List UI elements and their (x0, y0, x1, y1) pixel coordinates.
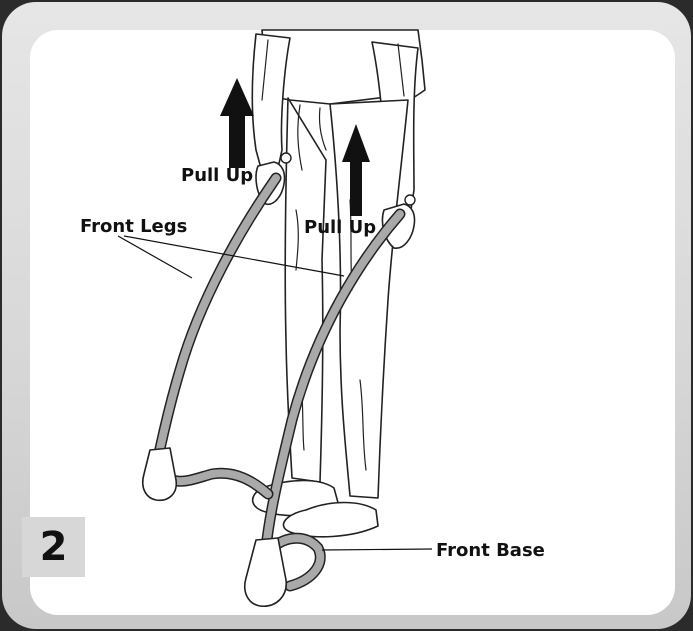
pull-up-label-right: Pull Up (304, 219, 376, 237)
pull-up-label-left: Pull Up (181, 167, 253, 185)
step-number: 2 (22, 517, 85, 577)
front-legs-label: Front Legs (80, 218, 187, 236)
front-base-label: Front Base (436, 542, 545, 560)
